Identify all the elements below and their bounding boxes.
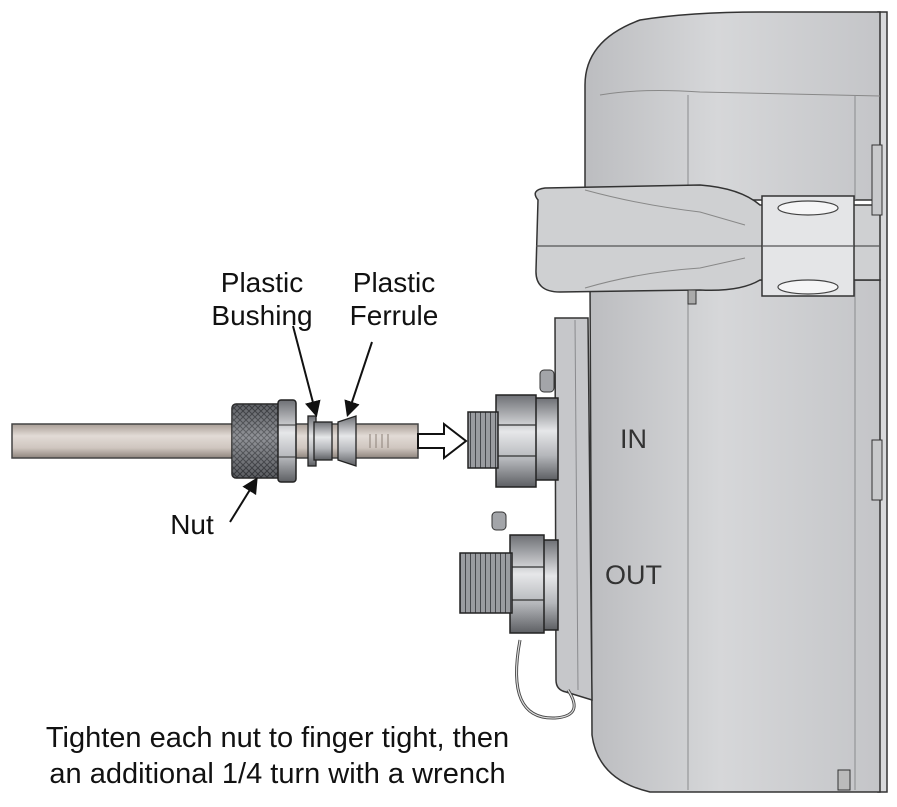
label-port-in: IN: [620, 424, 647, 454]
label-port-out: OUT: [605, 560, 662, 590]
caption-line-1: Tighten each nut to finger tight, then: [45, 722, 510, 754]
caption-line-2: an additional 1/4 turn with a wrench: [49, 758, 506, 790]
plastic-ferrule: [337, 415, 357, 467]
plastic-bushing: [307, 415, 333, 467]
nut: [231, 399, 297, 483]
ferrule-callout-arrow: [344, 341, 373, 418]
label-plastic-bushing-line2: Bushing: [211, 300, 313, 331]
insertion-arrow: [417, 421, 468, 461]
callout-arrows: [229, 325, 373, 523]
label-nut: Nut: [170, 509, 214, 540]
in-port-fitting: [467, 394, 559, 488]
bushing-callout-arrow: [292, 325, 321, 418]
label-plastic-ferrule: Plastic Ferrule: [338, 266, 450, 332]
label-plastic-ferrule-line1: Plastic: [352, 267, 436, 298]
label-plastic-bushing-line1: Plastic: [220, 267, 304, 298]
label-plastic-bushing: Plastic Bushing: [200, 266, 324, 332]
tubing: [11, 423, 419, 459]
label-plastic-ferrule-line2: Ferrule: [349, 300, 439, 331]
filter-housing: [491, 11, 888, 793]
nut-callout-arrow: [229, 477, 258, 523]
instruction-caption: Tighten each nut to finger tight, then a…: [0, 720, 555, 792]
out-port-fitting: [459, 534, 559, 634]
